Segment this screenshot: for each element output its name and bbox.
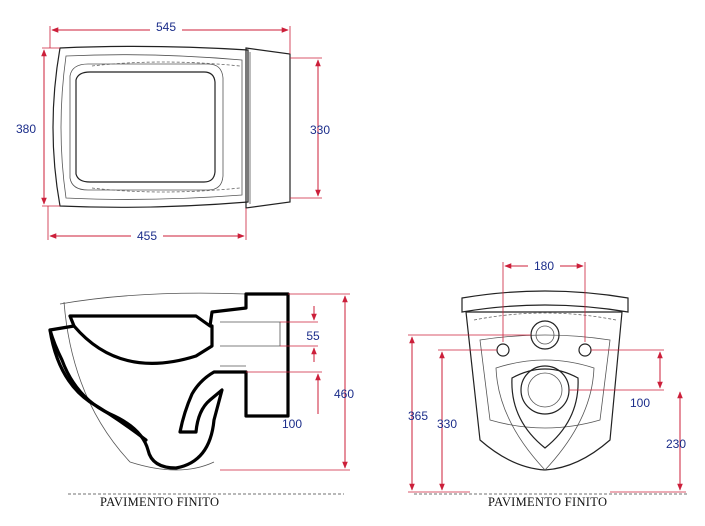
top-view-wall-frame	[245, 47, 291, 209]
dim-label-side-outlet: 100	[282, 417, 302, 431]
dim-label-front-outlet-offset: 100	[630, 396, 650, 410]
floor-label-right: PAVIMENTO FINITO	[488, 495, 607, 509]
side-view-section-outline	[48, 292, 290, 470]
front-view-body	[465, 311, 623, 471]
dim-label-side-height: 460	[334, 387, 354, 401]
front-view: 180 365 330 100 230 PAVIMENTO FINITO	[408, 258, 688, 509]
dim-label-top-width: 380	[16, 122, 36, 136]
dim-label-side-pipe: 55	[306, 329, 320, 343]
dim-label-front-fixing-spacing: 180	[534, 259, 554, 273]
top-view: 545 380 330 455	[16, 20, 330, 243]
floor-label-left: PAVIMENTO FINITO	[100, 495, 219, 509]
dim-label-front-fixing-height: 330	[437, 417, 457, 431]
front-view-top-rim	[461, 290, 629, 313]
front-view-fixing-right	[578, 343, 592, 357]
dim-label-front-outlet-height: 230	[666, 437, 686, 451]
top-view-seat-opening	[75, 71, 216, 183]
side-view: 55 460 100 PAVIMENTO FINITO	[48, 292, 354, 509]
dim-label-top-frame-width: 330	[310, 123, 330, 137]
front-view-fixing-left	[496, 343, 510, 357]
dim-label-front-inlet-height: 365	[408, 409, 428, 423]
top-view-bowl-outline	[52, 45, 249, 208]
dim-label-top-length: 545	[156, 20, 176, 34]
dim-label-top-bowl-length: 455	[137, 229, 157, 243]
